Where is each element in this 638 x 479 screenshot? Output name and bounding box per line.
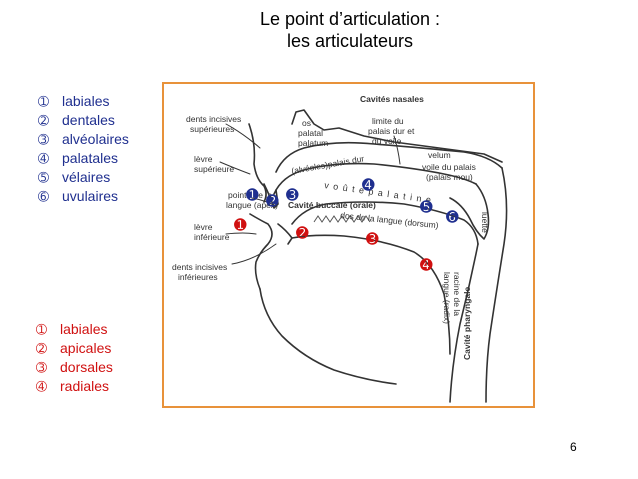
slide-title: Le point d’articulation : les articulate… [210,8,490,52]
pharynx-front-wall [449,243,479,403]
leader-line [393,135,401,165]
label-voile-2: (palais mou) [426,172,473,182]
label-cavite-pharyngale: Cavité pharyngale [462,287,472,360]
label-levre-inf-1: lèvre [194,222,213,232]
title-line-1: Le point d’articulation : [259,9,441,29]
red-marker-1: ➊ [234,217,247,234]
leader-line [225,123,261,149]
label-os-palatal-2: palatal [298,128,323,138]
blue-marker-6: ➏ [446,209,459,226]
red-marker-4: ➍ [420,257,433,274]
label-velum: velum [428,150,451,160]
vocal-tract-diagram-frame: Cavités nasales dents incisives supérieu… [162,82,535,408]
velum-outline [449,183,490,240]
label-cavites-nasales: Cavités nasales [360,94,424,104]
red-marker-2: ➋ [296,225,309,242]
label-limite-3: du voile [372,136,402,146]
leader-line [251,197,277,207]
label-limite-2: palais dur et [368,126,415,136]
vocal-tract-diagram: Cavités nasales dents incisives supérieu… [172,94,508,403]
palate-outline [273,162,477,195]
label-pointe-2: langue (apex) [226,200,278,210]
pharynx-back-wall [485,167,508,403]
label-levre-sup-2: supérieure [194,164,234,174]
page-number: 6 [570,440,577,454]
label-alveoles: (alvéoles)palais dur [291,153,365,176]
blue-marker-1: ➊ [246,187,259,204]
blue-marker-5: ➎ [420,199,433,216]
leader-line [225,232,257,235]
label-os-palatal-3: palatum [298,138,328,148]
lower-teeth [277,223,293,245]
lower-tooth-row [313,215,371,223]
jaw-outline [259,288,397,385]
label-dents-inf-2: inférieures [178,272,218,282]
title-line-2: les articulateurs [286,31,414,51]
blue-marker-2: ➋ [266,193,279,210]
label-os-palatal-1: os [302,118,311,128]
label-racine-2: langue (radix) [442,272,452,324]
label-limite-1: limite du [372,116,404,126]
label-luette: luette [480,212,490,233]
label-racine-1: racine de la [452,272,462,316]
leader-line [231,243,277,265]
label-cavite-buccale: Cavité buccale (orale) [288,200,376,210]
nasal-floor [275,141,503,173]
upper-lip-outline [248,123,267,203]
label-dents-sup-1: dents incisives [186,114,241,124]
blue-marker-4: ➍ [362,177,375,194]
upper-teeth [263,183,279,209]
label-dents-inf-1: dents incisives [172,262,227,272]
label-levre-sup-1: lèvre [194,154,213,164]
blue-marker-3: ➌ [286,187,299,204]
label-dents-sup-2: supérieures [190,124,234,134]
tongue-outline [291,201,479,245]
tongue-underside [291,234,451,355]
nose-outline [291,109,503,163]
label-pointe-1: pointe de la [228,190,272,200]
lower-lip-outline [249,213,273,290]
leader-line [219,161,251,175]
label-levre-inf-2: inférieure [194,232,230,242]
label-voile-1: voile du palais [422,162,476,172]
red-marker-3: ➌ [366,231,379,248]
